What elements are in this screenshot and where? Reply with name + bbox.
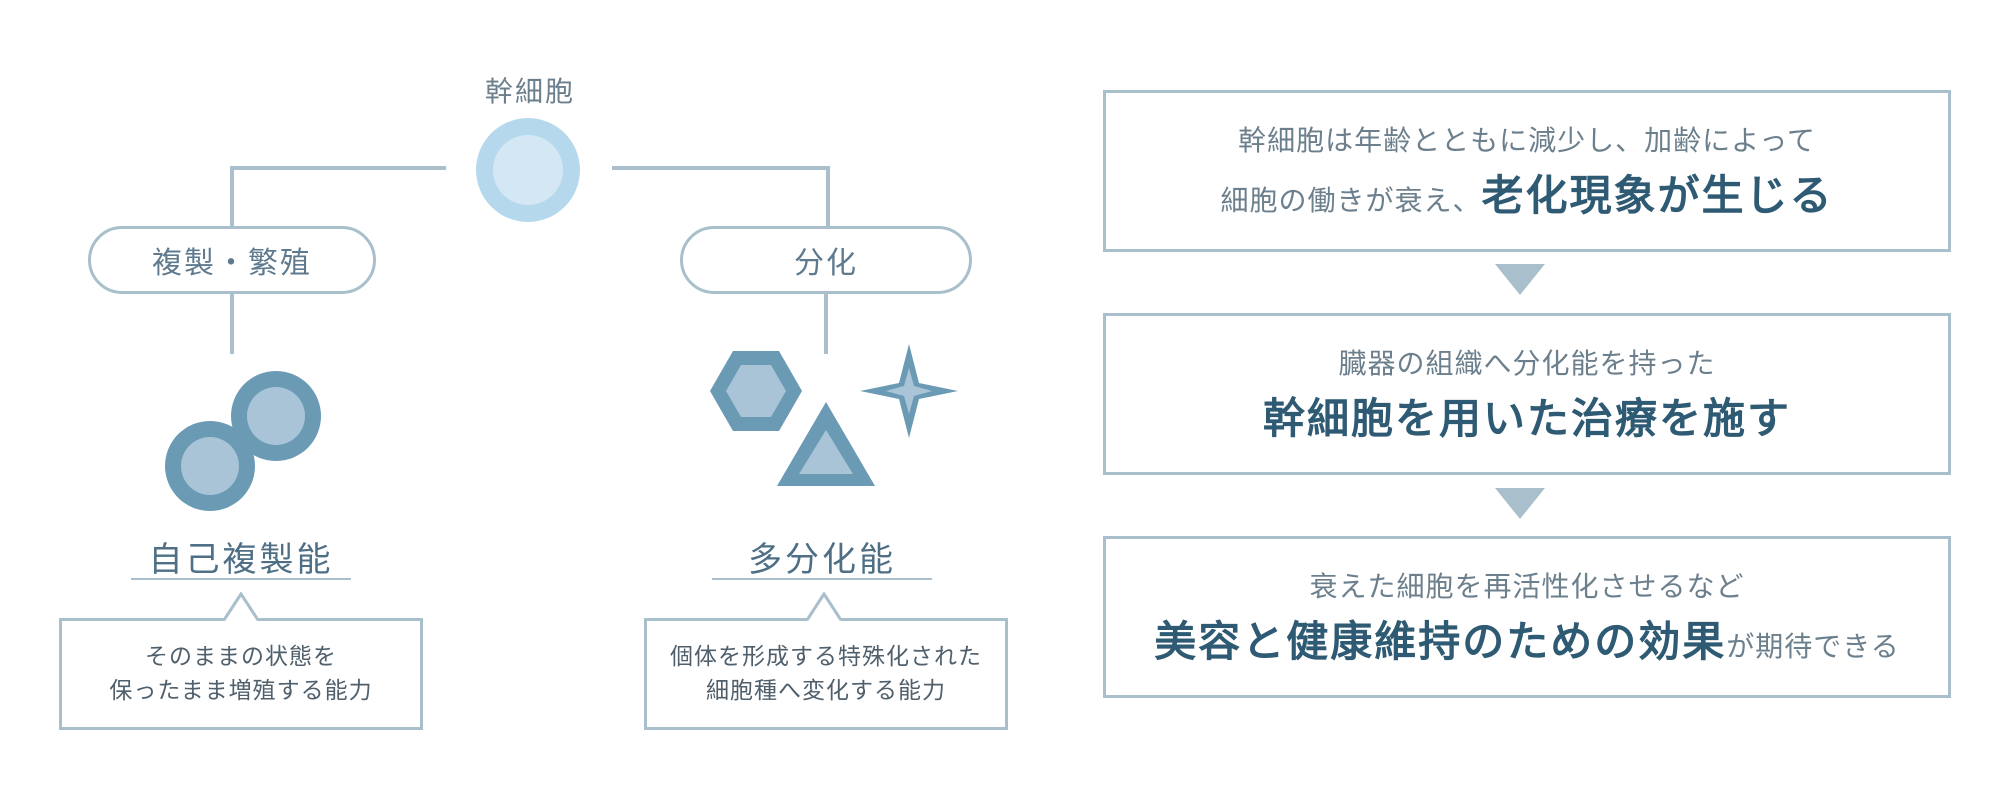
flow-box-aging-emphasis: 老化現象が生じる [1481,170,1834,220]
callout-multipotency-notch [807,592,841,622]
pill-replication: 複製・繁殖 [88,226,376,294]
callout-multipotency-line2: 細胞種へ変化する能力 [706,678,946,704]
caption-multipotency: 多分化能 [748,540,896,580]
stem-cell-icon [476,118,580,222]
callout-self-renewal-line1: そのままの状態を [145,644,337,670]
stem-cell-label: 幹細胞 [484,75,575,108]
connector-left-horizontal [230,166,446,170]
callout-self-renewal-notch [224,592,258,622]
caption-self-renewal: 自己複製能 [148,540,334,580]
connector-left-vertical [230,166,234,226]
pill-differentiation: 分化 [680,226,972,294]
callout-self-renewal: そのままの状態を 保ったまま増殖する能力 [59,618,423,730]
flow-box-effect-line1: 衰えた細胞を再活性化させるなど [1309,569,1745,603]
dividing-cells-icon [165,371,321,511]
flow-box-aging-line2: 細胞の働きが衰え、老化現象が生じる [1220,162,1833,223]
flow-box-effect-tail: が期待できる [1726,629,1900,663]
flow-box-aging: 幹細胞は年齢とともに減少し、加齢によって 細胞の働きが衰え、老化現象が生じる [1103,90,1951,252]
caption-multipotency-underline [712,578,932,580]
callout-multipotency-line1: 個体を形成する特殊化された [670,644,982,670]
connector-left-down [230,294,234,354]
connector-right-vertical [826,166,830,226]
flow-box-treatment-line1: 臓器の組織へ分化能を持った [1338,346,1716,380]
callout-self-renewal-line2: 保ったまま増殖する能力 [109,678,373,704]
flow-box-aging-line1: 幹細胞は年齢とともに減少し、加齢によって [1238,123,1816,157]
flow-box-treatment: 臓器の組織へ分化能を持った 幹細胞を用いた治療を施す [1103,313,1951,475]
flow-box-effect-emphasis: 美容と健康維持のための効果 [1154,616,1727,666]
flow-box-effect: 衰えた細胞を再活性化させるなど 美容と健康維持のための効果が期待できる [1103,536,1951,698]
caption-self-renewal-underline [131,578,351,580]
flow-box-effect-line2: 美容と健康維持のための効果が期待できる [1154,608,1899,669]
differentiated-cells-icon [710,344,958,486]
flow-arrow-2 [1495,488,1545,519]
connector-right-down [824,294,828,354]
flow-arrow-1 [1495,264,1545,295]
flow-box-treatment-emphasis: 幹細胞を用いた治療を施す [1262,393,1791,443]
connector-right-horizontal [612,166,830,170]
callout-multipotency: 個体を形成する特殊化された 細胞種へ変化する能力 [644,618,1008,730]
flow-box-aging-line2-small: 細胞の働きが衰え、 [1220,183,1482,217]
